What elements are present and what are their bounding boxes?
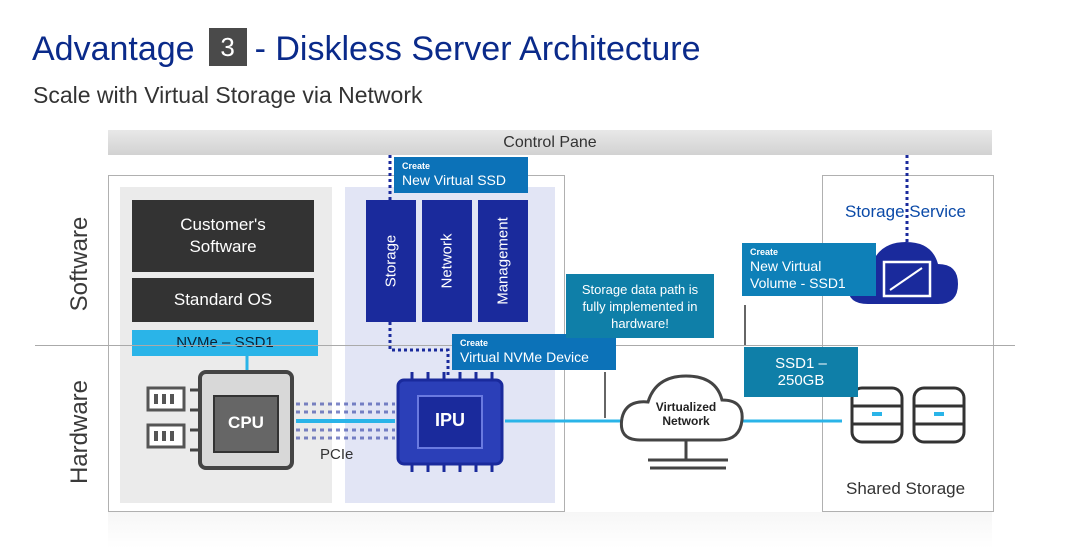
- title-prefix: Advantage: [32, 30, 195, 68]
- create-virtual-ssd-callout: Create New Virtual SSD: [394, 157, 528, 193]
- cpu-label: CPU: [228, 413, 264, 432]
- standard-os-box: Standard OS: [132, 278, 314, 322]
- ipu-management-column: Management: [478, 200, 528, 322]
- storage-data-path-callout: Storage data path is fully implemented i…: [566, 274, 714, 338]
- ipu-chip-label: IPU: [434, 410, 465, 430]
- ipu-chip-icon: [396, 372, 504, 472]
- cpu-chip-icon: [190, 370, 294, 470]
- nvme-ssd1-bar: NVMe – SSD1: [132, 330, 318, 356]
- pcie-label: PCIe: [320, 446, 354, 463]
- shared-storage-label: Shared Storage: [846, 479, 966, 498]
- create-volume-small-label: Create: [750, 247, 779, 257]
- ssd1-size-callout: SSD1 – 250GB: [744, 347, 858, 397]
- page-title: Advantage 3- Diskless Server Architecture: [32, 28, 701, 69]
- page-subtitle: Scale with Virtual Storage via Network: [33, 82, 423, 108]
- title-badge: 3: [208, 28, 247, 66]
- ipu-storage-column: Storage: [366, 200, 416, 322]
- reflection-fade: [108, 512, 992, 548]
- create-ssd-small-label: Create: [402, 161, 431, 171]
- create-nvme-label: Virtual NVMe Device: [460, 349, 589, 365]
- storage-service-label: Storage Service: [845, 202, 966, 221]
- create-virtual-volume-callout: Create New Virtual Volume - SSD1: [742, 243, 876, 296]
- create-nvme-small-label: Create: [460, 338, 489, 348]
- title-suffix: - Diskless Server Architecture: [254, 30, 701, 68]
- create-ssd-label: New Virtual SSD: [402, 172, 507, 188]
- ipu-network-column: Network: [422, 200, 472, 322]
- control-pane: Control Pane: [108, 130, 992, 155]
- create-nvme-device-callout: Create Virtual NVMe Device: [452, 334, 616, 370]
- network-cloud-icon: [619, 374, 744, 442]
- network-label: Virtualized Network: [655, 400, 717, 428]
- database-icon: [850, 386, 966, 444]
- customer-software-box: Customer's Software: [132, 200, 314, 272]
- create-volume-label: New Virtual Volume - SSD1: [750, 258, 846, 291]
